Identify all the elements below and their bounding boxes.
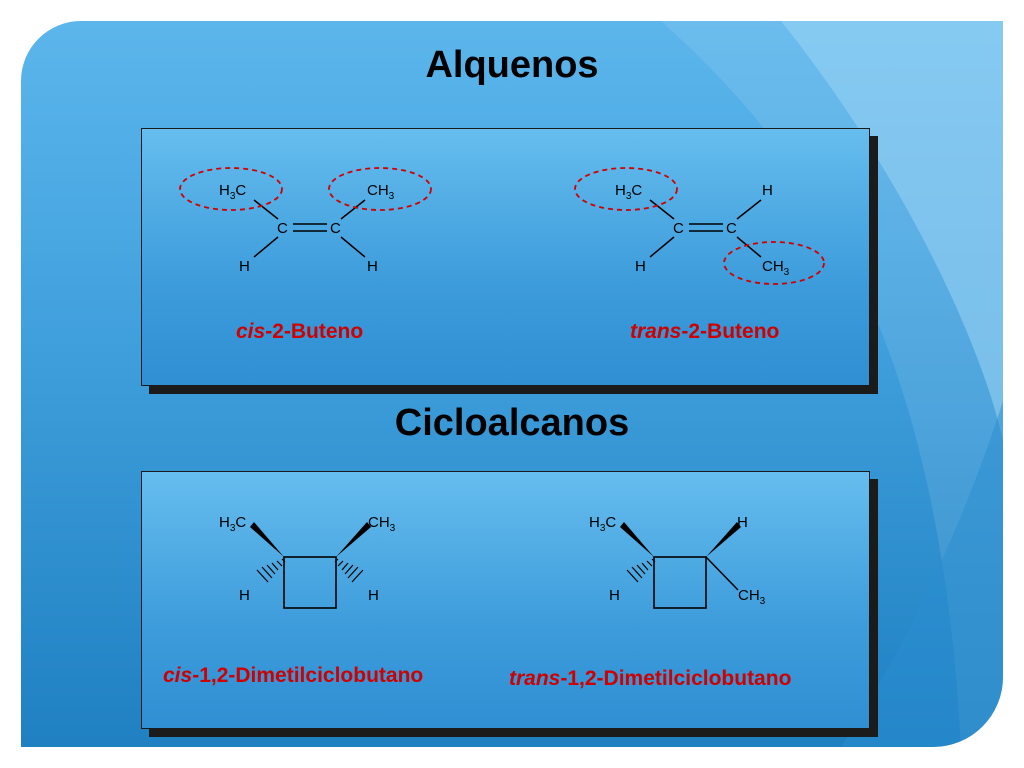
atom-carbon: C — [726, 220, 737, 237]
panel-cicloalcanos — [141, 471, 870, 729]
atom-h3c: H3C — [219, 514, 246, 534]
atom-hydrogen: H — [239, 258, 250, 275]
atom-hydrogen: H — [762, 182, 773, 199]
panel-alquenos — [141, 128, 870, 386]
atom-carbon: C — [330, 220, 341, 237]
slide-decoration — [661, 21, 1003, 747]
atom-ch3: CH3 — [738, 587, 766, 607]
atom-ch3: CH3 — [367, 182, 395, 202]
highlight-ellipse — [574, 167, 678, 211]
name-trans-2-buteno: trans-2-Buteno — [630, 320, 780, 343]
wedge-bond — [620, 522, 654, 557]
atom-carbon: C — [277, 220, 288, 237]
atom-hydrogen: H — [737, 514, 748, 531]
atom-hydrogen: H — [368, 587, 379, 604]
atom-hydrogen: H — [367, 258, 378, 275]
atom-ch3: CH3 — [762, 258, 790, 278]
name-trans-dimetilciclobutano: trans-1,2-Dimetilciclobutano — [509, 667, 792, 690]
atom-hydrogen: H — [239, 587, 250, 604]
hash-bond — [256, 558, 286, 583]
wedge-bond — [706, 522, 741, 557]
atom-ch3: CH3 — [368, 514, 396, 534]
atom-h3c: H3C — [219, 182, 246, 202]
trans-dimetilciclobutano-structure: H3C H H CH3 — [589, 514, 766, 609]
atom-h3c: H3C — [589, 514, 616, 534]
atom-carbon: C — [673, 220, 684, 237]
trans-2-buteno-structure: H3C H C C H CH3 — [574, 167, 825, 285]
highlight-ellipse — [723, 241, 825, 285]
wedge-bond — [336, 522, 371, 557]
cis-dimetilciclobutano-structure: H3C CH3 H H — [219, 514, 396, 609]
single-bond — [705, 556, 739, 591]
atom-h3c: H3C — [615, 182, 642, 202]
highlight-ellipse — [179, 167, 283, 211]
title-alquenos: Alquenos — [425, 44, 599, 86]
wedge-bond — [250, 522, 284, 557]
name-cis-2-buteno: cis-2-Buteno — [236, 320, 364, 343]
atom-hydrogen: H — [609, 587, 620, 604]
cis-2-buteno-structure: H3C CH3 C C H H — [179, 167, 432, 275]
hash-bond — [334, 558, 364, 583]
name-cis-dimetilciclobutano: cis-1,2-Dimetilciclobutano — [163, 664, 424, 687]
title-cicloalcanos: Cicloalcanos — [394, 402, 630, 444]
atom-hydrogen: H — [635, 258, 646, 275]
hash-bond — [626, 558, 656, 583]
highlight-ellipse — [328, 167, 432, 211]
